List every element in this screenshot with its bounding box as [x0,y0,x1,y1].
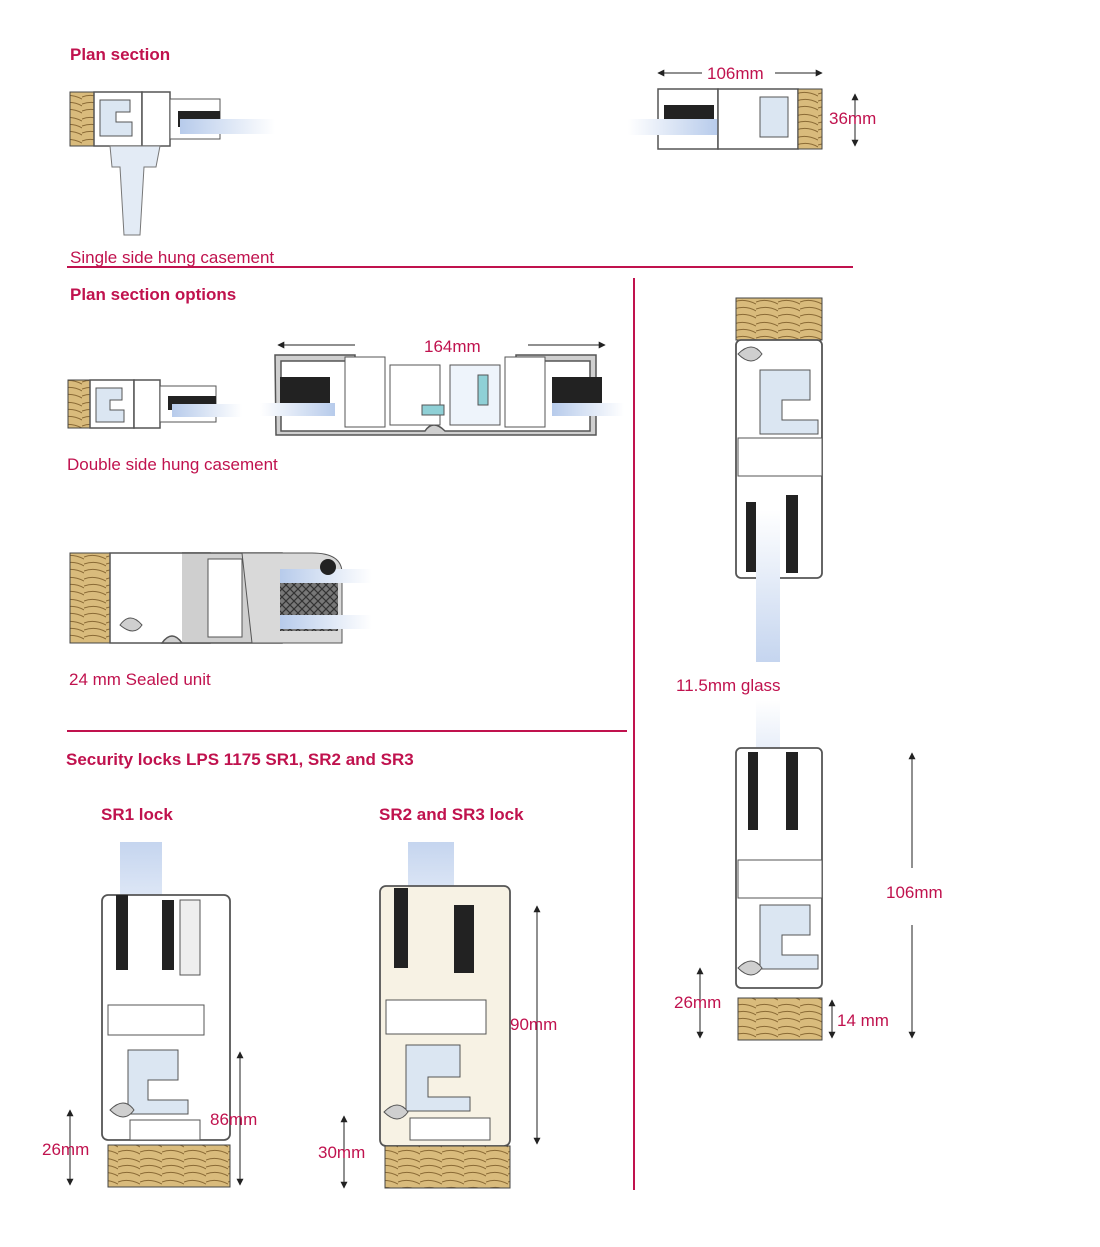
glazing-gasket [320,559,336,575]
section-divider-middle [67,730,627,732]
sash-profile [133,379,161,429]
sash-chamber [207,558,243,638]
left-glass-pane [260,403,335,416]
single-casement-plan-figure [69,91,275,236]
sash-chamber [107,1004,205,1036]
left-gasket [394,888,408,968]
timber-depth-label: 14 mm [837,1011,889,1030]
lock-chamber [409,1117,491,1141]
head-timber [735,297,823,341]
plan-width-label: 106mm [707,64,764,83]
double-casement-caption: Double side hung casement [67,455,278,474]
timber-sill [107,1144,231,1188]
timber-block [67,379,91,429]
thermal-break [95,387,125,423]
weather-seal [119,617,143,632]
single-casement-dimension-figure [628,69,859,150]
sr1-title: SR1 lock [101,805,173,824]
sr1-section-figure [66,842,244,1188]
thermal-break [405,1044,471,1112]
glass-pane [180,119,275,134]
left-gasket [116,895,128,970]
column-divider [633,278,635,1190]
sill-timber [737,997,823,1041]
inner-glass-pane [280,615,372,629]
sr23-sill-label: 30mm [318,1143,366,1162]
sash-profile [141,91,171,147]
sill-thermal-break [759,904,819,970]
thermal-break [759,96,789,138]
thermal-break [127,1049,189,1115]
weather-seal [109,1102,135,1118]
timber-block [69,552,111,644]
right-gasket [162,900,174,970]
single-casement-caption: Single side hung casement [70,248,275,267]
sr1-sill-label: 26mm [42,1140,90,1159]
double-casement-large-figure [260,341,624,436]
lock-chamber [129,1119,201,1141]
head-sash-chamber [737,437,823,477]
timber-sill [384,1145,511,1189]
vertical-height-label: 106mm [886,883,943,902]
left-sash-profile [344,356,386,428]
plan-section-heading: Plan section [70,45,171,64]
head-right-gasket [786,495,798,573]
right-gasket [454,905,474,973]
head-weather-seal [737,346,763,362]
head-left-gasket [746,502,756,572]
plan-options-heading: Plan section options [70,285,237,304]
handle-projection [109,145,161,236]
thermal-break [99,99,133,137]
timber-block [69,91,95,147]
thermal-break-left [421,404,445,416]
glass-pane [172,404,242,417]
sr1-height-label: 86mm [210,1110,258,1129]
sill-weather-seal [737,960,763,976]
sr23-title: SR2 and SR3 lock [379,805,524,824]
sill-left-gasket [748,752,758,830]
upper-glass-pane [756,510,780,662]
bead-profile [179,899,201,976]
plan-depth-label: 36mm [829,109,877,128]
section-divider-top [67,266,853,268]
sealed-unit-figure [69,552,372,644]
glass-thickness-label: 11.5mm glass [676,676,781,695]
weather-seal [383,1104,409,1120]
meeting-stile-body [274,354,597,436]
right-sash-profile [504,356,546,428]
head-thermal-break [759,369,819,435]
vertical-sill-label: 26mm [674,993,722,1012]
sr23-height-label: 90mm [510,1015,558,1034]
glazing-gasket [664,105,714,119]
sr23-section-figure [340,842,541,1189]
outer-glass-pane [280,569,372,583]
sealed-unit-caption: 24 mm Sealed unit [69,670,211,689]
vertical-section-figure [696,297,916,1041]
security-heading: Security locks LPS 1175 SR1, SR2 and SR3 [66,750,414,769]
sill-sash-chamber [737,859,823,899]
centre-profile-right [449,364,501,426]
sash-chamber [385,999,487,1035]
sill-right-gasket [786,752,798,830]
thermal-break-right [477,374,489,406]
glass-pane [628,119,718,135]
timber-block [797,88,823,150]
double-casement-small-figure [67,379,242,429]
right-glass-pane [552,403,624,416]
centre-profile-left [389,364,441,426]
double-width-label: 164mm [424,337,481,356]
